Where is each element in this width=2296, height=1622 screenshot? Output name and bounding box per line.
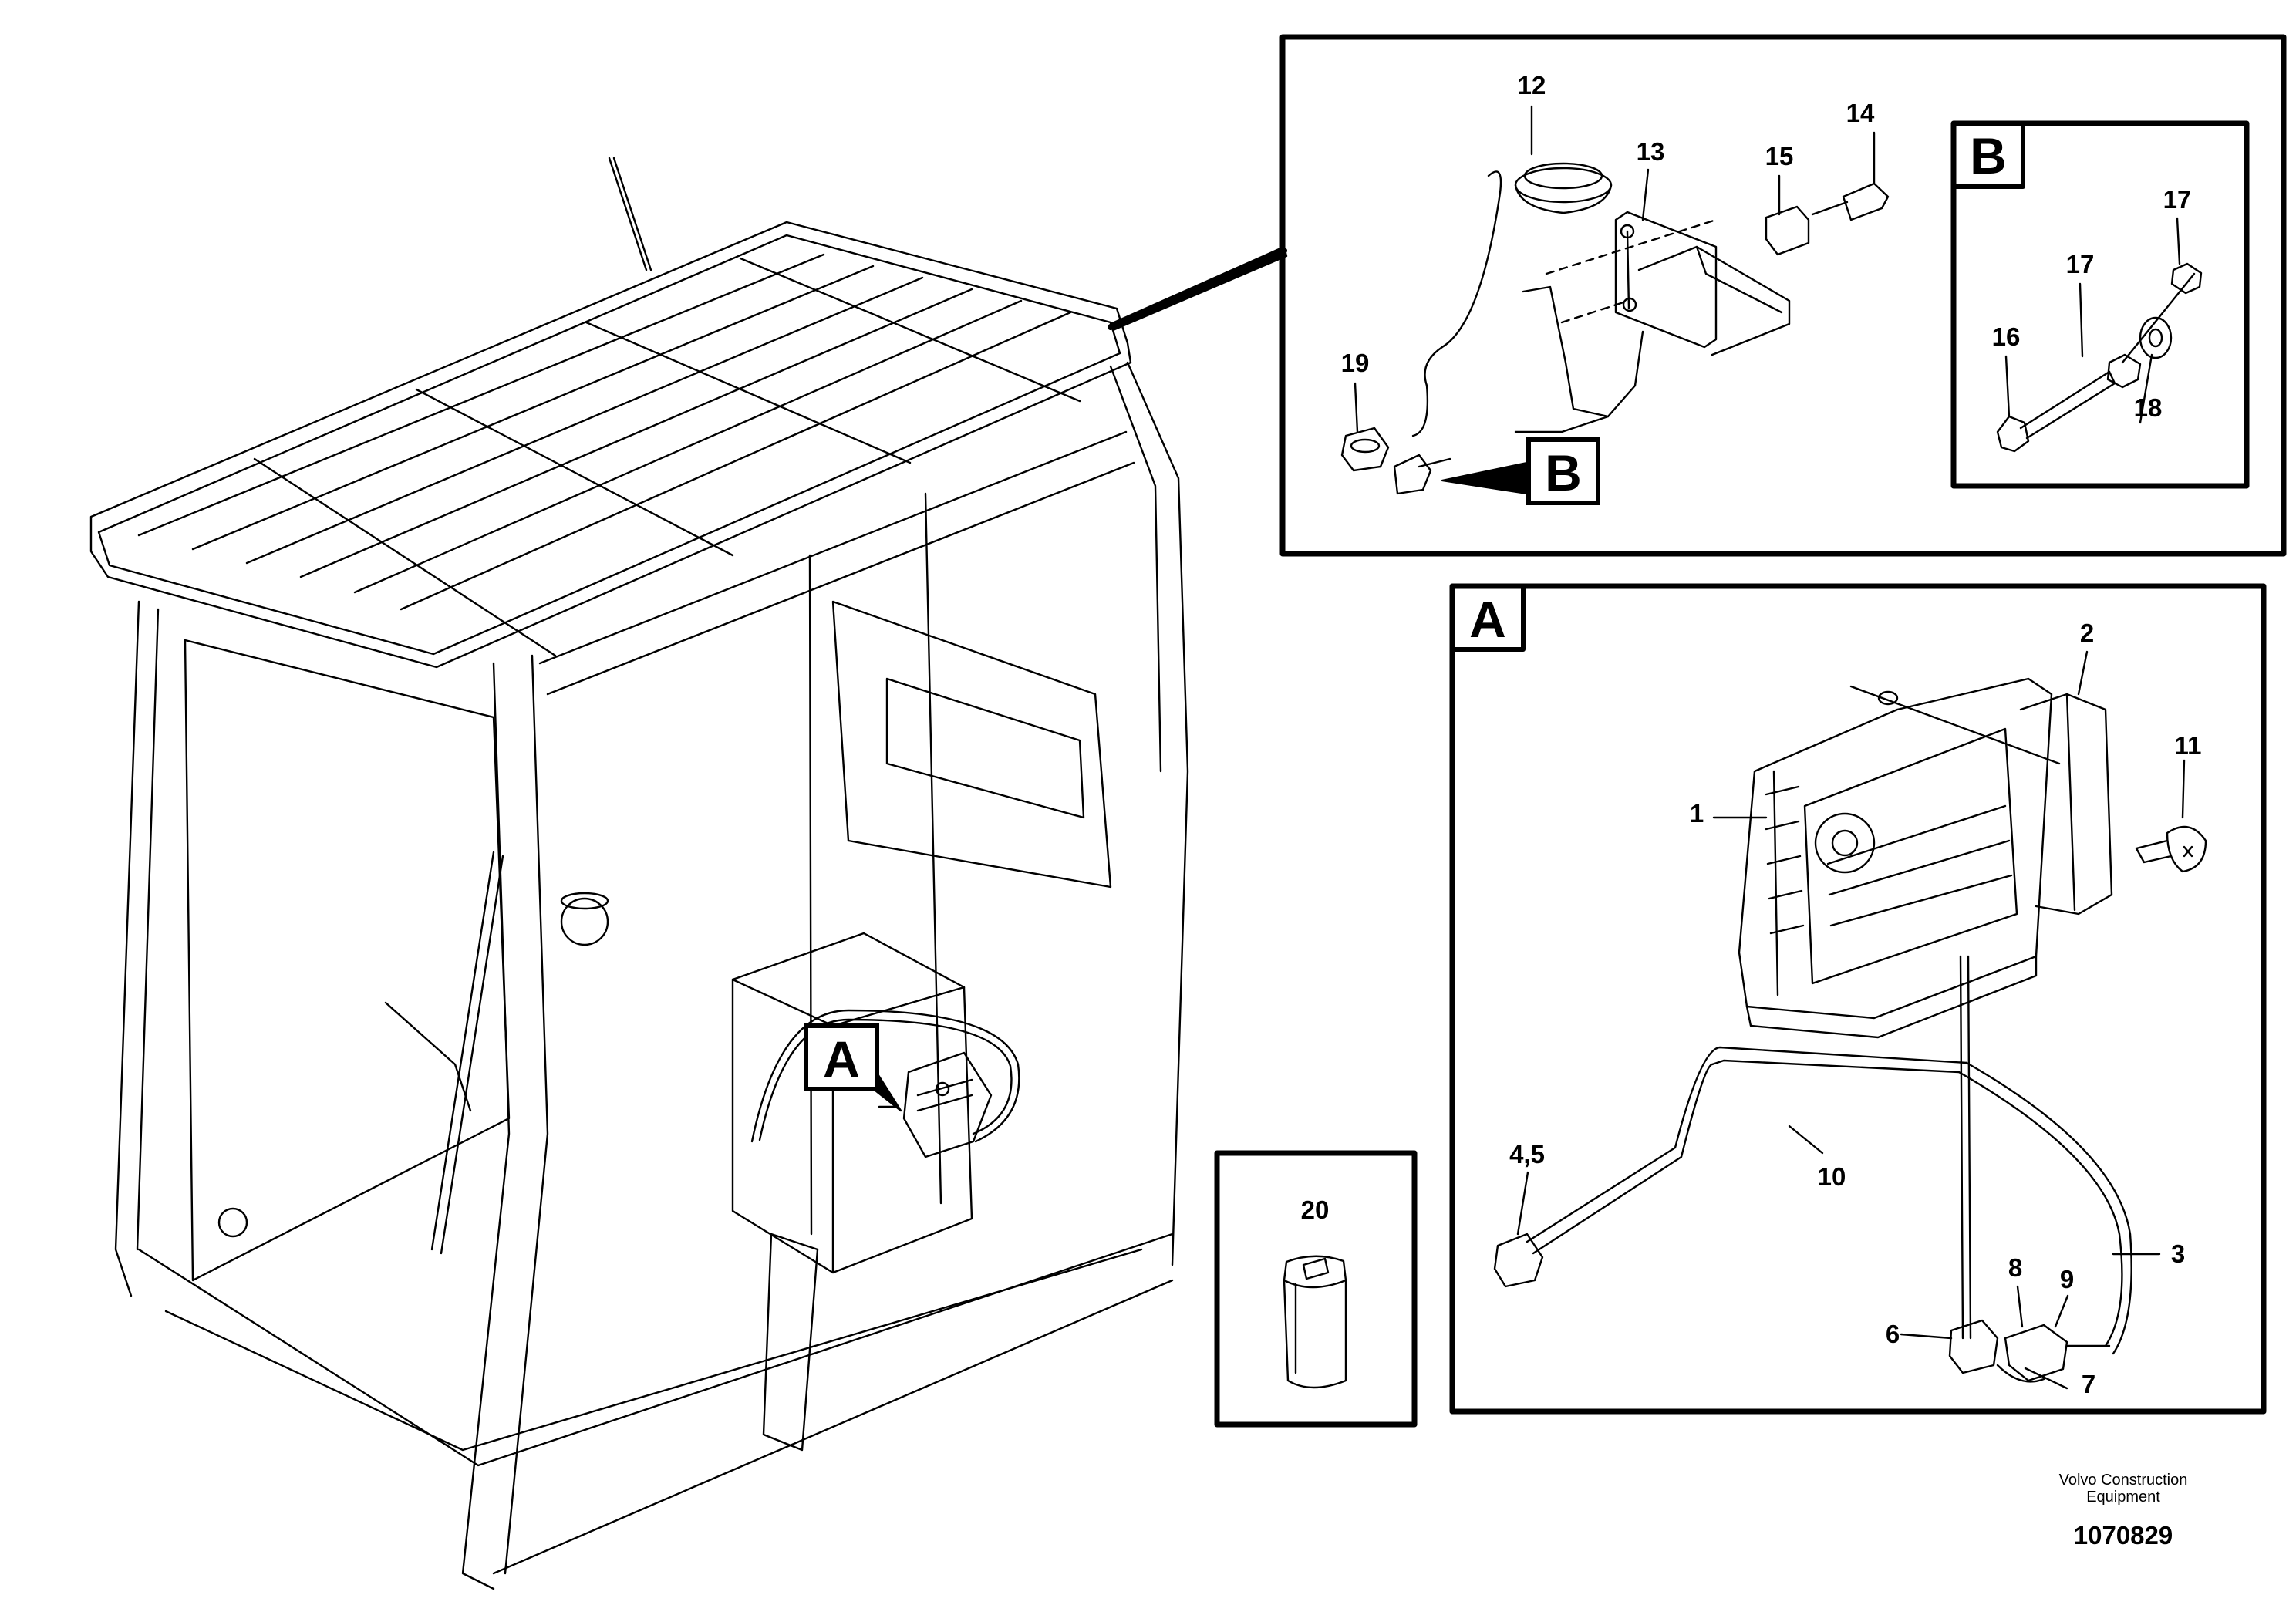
ref-a-box: [804, 1023, 879, 1091]
callout-leaders: [1354, 105, 2186, 1390]
publisher-credit: Volvo Construction Equipment 1070829: [2011, 1472, 2235, 1550]
callout-12: 12: [1518, 71, 1546, 99]
detail-a-frame: [1449, 583, 2267, 1415]
callout-19: 19: [1341, 349, 1370, 377]
callout-7: 7: [2082, 1370, 2095, 1398]
callout-16: 16: [1992, 322, 2021, 351]
callout-11: 11: [2175, 731, 2202, 760]
cab-frame: [89, 157, 1189, 1590]
callout-9: 9: [2060, 1265, 2074, 1293]
callout-2: 2: [2080, 619, 2094, 647]
detail-b-frame: [1950, 120, 2250, 489]
callout-15: 15: [1765, 142, 1794, 170]
unit-in-cab: [750, 1009, 1020, 1158]
callout-20: 20: [1301, 1195, 1330, 1224]
callout-1: 1: [1690, 799, 1704, 828]
credit-line-2: Equipment: [2086, 1489, 2160, 1506]
detail-20-frame: [1214, 1150, 1418, 1428]
detail-a-parts: [1493, 677, 2207, 1383]
credit-line-1: Volvo Construction: [2058, 1472, 2188, 1489]
callout-14: 14: [1846, 99, 1875, 127]
detail-b-letter: B: [1970, 127, 2007, 184]
detail-a-letter: A: [1469, 591, 1506, 648]
callout-10: 10: [1818, 1162, 1846, 1191]
callout-17-lower: 17: [2066, 250, 2095, 278]
antenna-parts: [1340, 162, 1890, 495]
detail-top-frame: [1279, 34, 2287, 557]
callout-18: 18: [2134, 393, 2163, 422]
ref-b-letter: B: [1545, 444, 1582, 501]
callout-8: 8: [2008, 1253, 2022, 1282]
fuse-part: [1283, 1255, 1347, 1389]
illustration-number: 1070829: [2073, 1521, 2173, 1549]
ref-b-box: [1526, 437, 1600, 505]
ref-a-letter: A: [823, 1030, 860, 1088]
callout-17-upper: 17: [2163, 185, 2192, 214]
callout-4-5: 4,5: [1509, 1140, 1545, 1168]
callout-6: 6: [1886, 1320, 1900, 1348]
callout-13: 13: [1637, 137, 1665, 166]
callout-3: 3: [2171, 1239, 2185, 1268]
detail-b-parts: [1996, 262, 2203, 453]
